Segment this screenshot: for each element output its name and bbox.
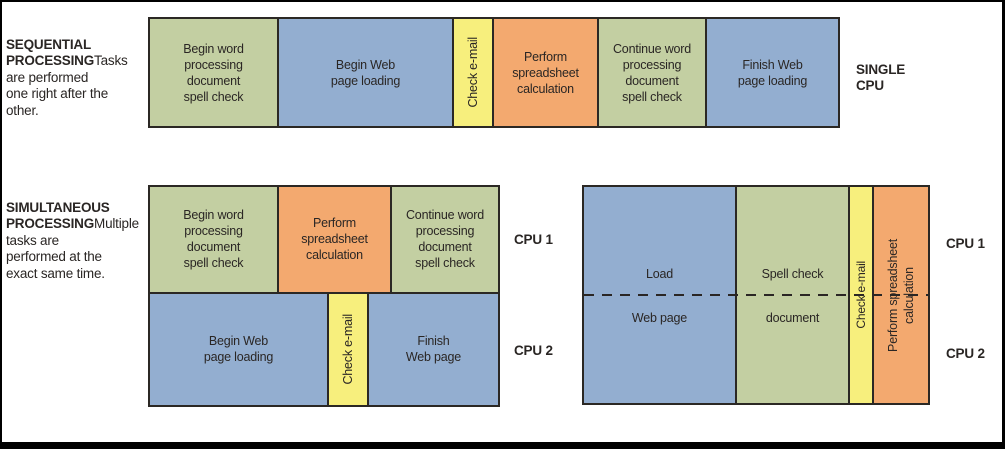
sequential-section-label: SEQUENTIAL PROCESSINGTasks are performed… bbox=[6, 20, 148, 119]
simultaneous-description: Multiple tasks are performed at the exac… bbox=[6, 216, 139, 281]
cpu2-label-right: CPU 2 bbox=[946, 346, 985, 361]
task-block-continue-word-processing: Continue word processing document spell … bbox=[390, 187, 498, 292]
spell-check-label-top: Spell check bbox=[761, 267, 824, 281]
sequential-heading: SEQUENTIAL PROCESSING bbox=[6, 36, 95, 69]
sequential-description: Tasks are performed one right after the … bbox=[6, 53, 128, 118]
task-block-begin-word-processing: Begin word processing document spell che… bbox=[150, 19, 277, 126]
sequential-timeline: Begin word processing document spell che… bbox=[148, 17, 840, 128]
task-block-begin-web-page: Begin Web page loading bbox=[277, 19, 452, 126]
task-block-check-email: Check e-mail bbox=[327, 293, 367, 406]
cpu2-label-left: CPU 2 bbox=[514, 343, 553, 358]
task-block-finish-web-page: Finish Web page bbox=[367, 293, 498, 406]
task-block-begin-word-processing: Begin word processing document spell che… bbox=[150, 187, 277, 292]
single-cpu-label: SINGLE CPU bbox=[856, 62, 906, 93]
task-block-spreadsheet: Perform spreadsheet calculation bbox=[492, 19, 597, 126]
load-label-top: Load bbox=[645, 267, 673, 281]
web-page-label-bottom: Web page bbox=[631, 311, 688, 325]
cpu1-label-right: CPU 1 bbox=[946, 236, 985, 251]
simultaneous-section-label: SIMULTANEOUS PROCESSINGMultiple tasks ar… bbox=[6, 183, 148, 282]
cpu1-label-left: CPU 1 bbox=[514, 232, 553, 247]
task-block-finish-web-page: Finish Web page loading bbox=[705, 19, 838, 126]
cpu-split-dashed-line bbox=[584, 294, 928, 296]
simultaneous-heading: SIMULTANEOUS PROCESSING bbox=[6, 199, 110, 232]
document-label-bottom: document bbox=[765, 311, 820, 325]
simultaneous-right-block: Load Web page Spell check document Check… bbox=[582, 185, 930, 405]
task-block-continue-word-processing: Continue word processing document spell … bbox=[597, 19, 705, 126]
simultaneous-left-block: Begin word processing document spell che… bbox=[148, 185, 500, 407]
cpu2-row: Begin Web page loading Check e-mail Fini… bbox=[150, 293, 498, 406]
task-block-begin-web-page: Begin Web page loading bbox=[150, 293, 327, 406]
task-block-check-email: Check e-mail bbox=[452, 19, 492, 126]
cpu1-row: Begin word processing document spell che… bbox=[150, 187, 498, 294]
task-block-spreadsheet: Perform spreadsheet calculation bbox=[277, 187, 390, 292]
